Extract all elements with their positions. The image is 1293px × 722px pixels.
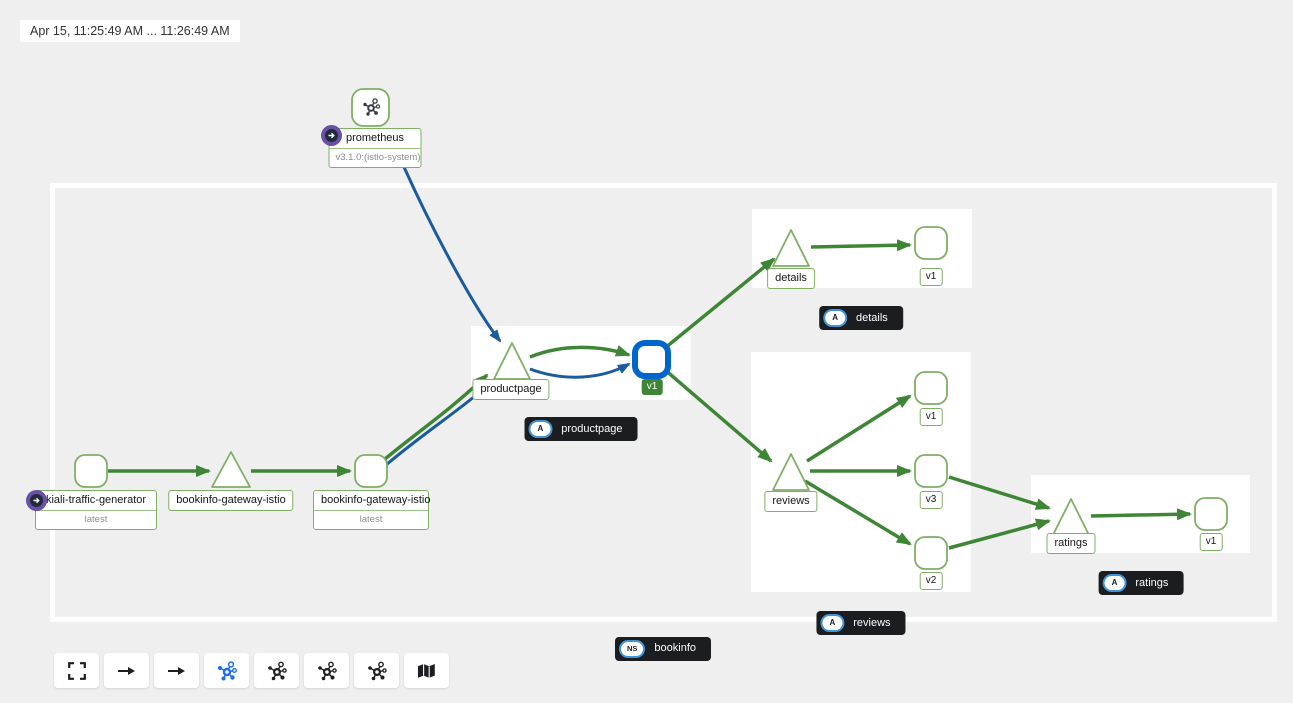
app-badge-details[interactable]: A details (819, 306, 903, 330)
namespace-badge-bookinfo[interactable]: NS bookinfo (614, 637, 712, 661)
node-version: v3.1.0:(istio-system) (329, 148, 421, 167)
label-details-v1[interactable]: v1 (919, 268, 943, 286)
expand-icon (67, 661, 86, 680)
label-reviews-v3[interactable]: v3 (919, 491, 943, 509)
app-badge-icon: A (528, 420, 553, 438)
node-title: ratings (1054, 537, 1088, 549)
topology-svg (74, 88, 1228, 570)
node-title: prometheus (345, 132, 405, 144)
app-badge-reviews[interactable]: A reviews (816, 611, 906, 635)
app-badge-icon: A (1102, 574, 1127, 592)
topology-icon (217, 660, 237, 680)
label-ratings-service[interactable]: ratings (1046, 533, 1096, 554)
edge-reviews-v3-to-ratings[interactable] (948, 475, 1051, 510)
label-gateway-workload[interactable]: bookinfo-gateway-istio latest (313, 490, 431, 530)
edge-productpage-to-reviews[interactable] (662, 367, 773, 463)
node-gateway-service[interactable] (211, 451, 251, 488)
node-title: bookinfo-gateway-istio (321, 494, 431, 506)
namespace-badge-icon: NS (618, 640, 646, 658)
app-badge-label: reviews (853, 616, 891, 629)
node-title: bookinfo-gateway-istio (176, 494, 286, 506)
namespace-group-box-bookinfo (50, 183, 1277, 622)
namespace-badge-label: bookinfo (654, 642, 697, 655)
label-reviews-v1[interactable]: v1 (919, 408, 943, 426)
node-title: v3 (925, 494, 937, 505)
edge-prometheus-to-productpage-tcp[interactable] (402, 166, 502, 343)
mesh-icon (363, 98, 381, 116)
node-traffic-generator[interactable] (74, 454, 108, 488)
root-badge-icon (26, 490, 47, 511)
layout-1-button-active[interactable] (204, 653, 249, 688)
layout-2-button[interactable] (254, 653, 299, 688)
topology-icon (317, 661, 337, 680)
node-productpage-v1-selected[interactable] (632, 340, 671, 379)
edge-productpage-svc-to-v1-tcp[interactable] (529, 362, 631, 379)
node-title: v1 (1205, 536, 1217, 547)
app-badge-label: productpage (561, 422, 623, 435)
node-title: v1 (925, 411, 937, 422)
label-ratings-v1[interactable]: v1 (1199, 533, 1223, 551)
layout-4-button[interactable] (354, 653, 399, 688)
node-ratings-v1[interactable] (1194, 497, 1228, 531)
node-gateway-workload[interactable] (354, 454, 388, 488)
graph-toolbar (54, 653, 449, 688)
map-icon (418, 663, 435, 678)
app-badge-icon: A (820, 614, 845, 632)
edge-productpage-to-details[interactable] (663, 257, 776, 350)
app-badge-productpage[interactable]: A productpage (524, 417, 638, 441)
arrow-right-icon (118, 666, 135, 675)
node-reviews-v3[interactable] (914, 454, 948, 488)
topology-icon (267, 661, 287, 680)
layout-3-button[interactable] (304, 653, 349, 688)
edge-reviews-svc-to-v1[interactable] (806, 394, 912, 463)
node-productpage-service[interactable] (493, 342, 531, 380)
node-title: kiali-traffic-generator (45, 494, 147, 506)
node-reviews-v2[interactable] (914, 536, 948, 570)
node-reviews-service[interactable] (772, 453, 810, 491)
node-title: reviews (772, 495, 810, 507)
topology-icon (367, 661, 387, 680)
app-badge-icon: A (823, 309, 847, 327)
node-version: latest (314, 510, 428, 529)
node-version: latest (36, 510, 156, 529)
arrow-right-icon (168, 666, 185, 675)
node-title: v1 (925, 271, 937, 282)
minimap-toggle-button[interactable] (404, 653, 449, 688)
edge-reviews-v2-to-ratings[interactable] (948, 518, 1051, 550)
node-details-service[interactable] (772, 229, 810, 267)
label-productpage-v1[interactable]: v1 (641, 379, 663, 395)
node-reviews-v1[interactable] (914, 371, 948, 405)
root-badge-icon (321, 125, 342, 146)
app-badge-label: ratings (1135, 576, 1169, 589)
display-option-1-button[interactable] (104, 653, 149, 688)
node-title: productpage (480, 383, 542, 395)
label-details-service[interactable]: details (767, 268, 815, 289)
node-details-v1[interactable] (914, 226, 948, 260)
label-gateway-service[interactable]: bookinfo-gateway-istio (168, 490, 294, 511)
label-traffic-generator[interactable]: kiali-traffic-generator latest (35, 490, 157, 530)
label-reviews-v2[interactable]: v2 (919, 572, 943, 590)
label-reviews-service[interactable]: reviews (764, 491, 818, 512)
time-range-label: Apr 15, 11:25:49 AM ... 11:26:49 AM (20, 20, 240, 42)
node-title: v2 (925, 575, 937, 586)
edge-details-svc-to-v1[interactable] (810, 239, 912, 252)
node-ratings-service[interactable] (1052, 498, 1090, 536)
fit-view-button[interactable] (54, 653, 99, 688)
graph-canvas[interactable]: prometheus v3.1.0:(istio-system) kiali-t… (0, 0, 1293, 703)
display-option-2-button[interactable] (154, 653, 199, 688)
node-title: details (775, 272, 807, 284)
label-productpage-service[interactable]: productpage (472, 379, 550, 400)
app-badge-label: details (855, 311, 888, 324)
app-badge-ratings[interactable]: A ratings (1098, 571, 1184, 595)
edge-ratings-svc-to-v1[interactable] (1090, 508, 1192, 521)
edge-reviews-svc-to-v2[interactable] (804, 479, 912, 546)
edge-productpage-svc-to-v1-http[interactable] (529, 345, 631, 359)
label-prometheus[interactable]: prometheus v3.1.0:(istio-system) (328, 128, 422, 168)
